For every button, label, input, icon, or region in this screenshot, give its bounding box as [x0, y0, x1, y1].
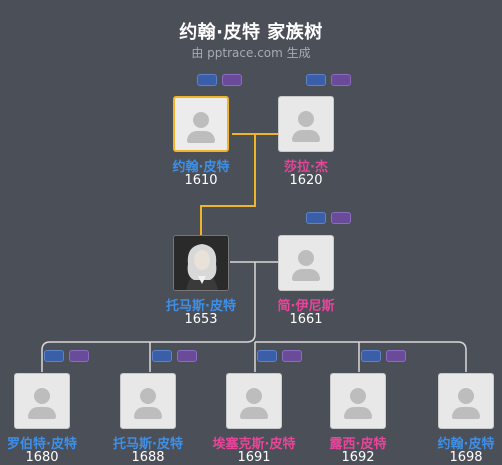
- person-name: 托马斯·皮特: [166, 299, 236, 314]
- person-birth-year: 1610: [184, 173, 218, 188]
- person-birth-year: 1653: [184, 312, 218, 327]
- avatar-placeholder-icon[interactable]: [120, 373, 176, 429]
- female-tag-icon[interactable]: [177, 350, 197, 362]
- person-name: 埃塞克斯·皮特: [212, 437, 296, 452]
- person-birth-year: 1698: [449, 450, 483, 465]
- male-tag-icon[interactable]: [44, 350, 64, 362]
- female-tag-icon[interactable]: [331, 74, 351, 86]
- person-birth-year: 1691: [237, 450, 271, 465]
- person-name: 约翰·皮特: [172, 160, 230, 175]
- avatar-placeholder-icon[interactable]: [14, 373, 70, 429]
- portrait-photo[interactable]: [173, 235, 229, 291]
- person-name: 简·伊尼斯: [277, 299, 335, 314]
- person-name: 露西·皮特: [329, 437, 387, 452]
- person-name: 莎拉·杰: [284, 160, 328, 175]
- avatar-placeholder-icon[interactable]: [330, 373, 386, 429]
- person-birth-year: 1688: [131, 450, 165, 465]
- person-name: 托马斯·皮特: [113, 437, 183, 452]
- person-birth-year: 1692: [341, 450, 375, 465]
- children-connector: [41, 262, 467, 372]
- male-tag-icon[interactable]: [152, 350, 172, 362]
- avatar-placeholder-icon[interactable]: [226, 373, 282, 429]
- male-tag-icon[interactable]: [197, 74, 217, 86]
- female-tag-icon[interactable]: [386, 350, 406, 362]
- male-tag-icon[interactable]: [257, 350, 277, 362]
- male-tag-icon[interactable]: [306, 74, 326, 86]
- avatar-placeholder-icon[interactable]: [438, 373, 494, 429]
- person-birth-year: 1661: [289, 312, 323, 327]
- female-tag-icon[interactable]: [69, 350, 89, 362]
- avatar-placeholder-icon[interactable]: [278, 235, 334, 291]
- male-tag-icon[interactable]: [306, 212, 326, 224]
- avatar-placeholder-icon[interactable]: [278, 96, 334, 152]
- female-tag-icon[interactable]: [282, 350, 302, 362]
- person-name: 约翰·皮特: [437, 437, 495, 452]
- person-name: 罗伯特·皮特: [7, 437, 77, 452]
- female-tag-icon[interactable]: [222, 74, 242, 86]
- highlight-connector: [200, 133, 278, 236]
- person-birth-year: 1620: [289, 173, 323, 188]
- person-birth-year: 1680: [25, 450, 59, 465]
- female-tag-icon[interactable]: [331, 212, 351, 224]
- male-tag-icon[interactable]: [361, 350, 381, 362]
- page-subtitle: 由 pptrace.com 生成: [191, 46, 311, 60]
- page-title: 约翰·皮特 家族树: [179, 22, 323, 43]
- avatar-placeholder-icon[interactable]: [173, 96, 229, 152]
